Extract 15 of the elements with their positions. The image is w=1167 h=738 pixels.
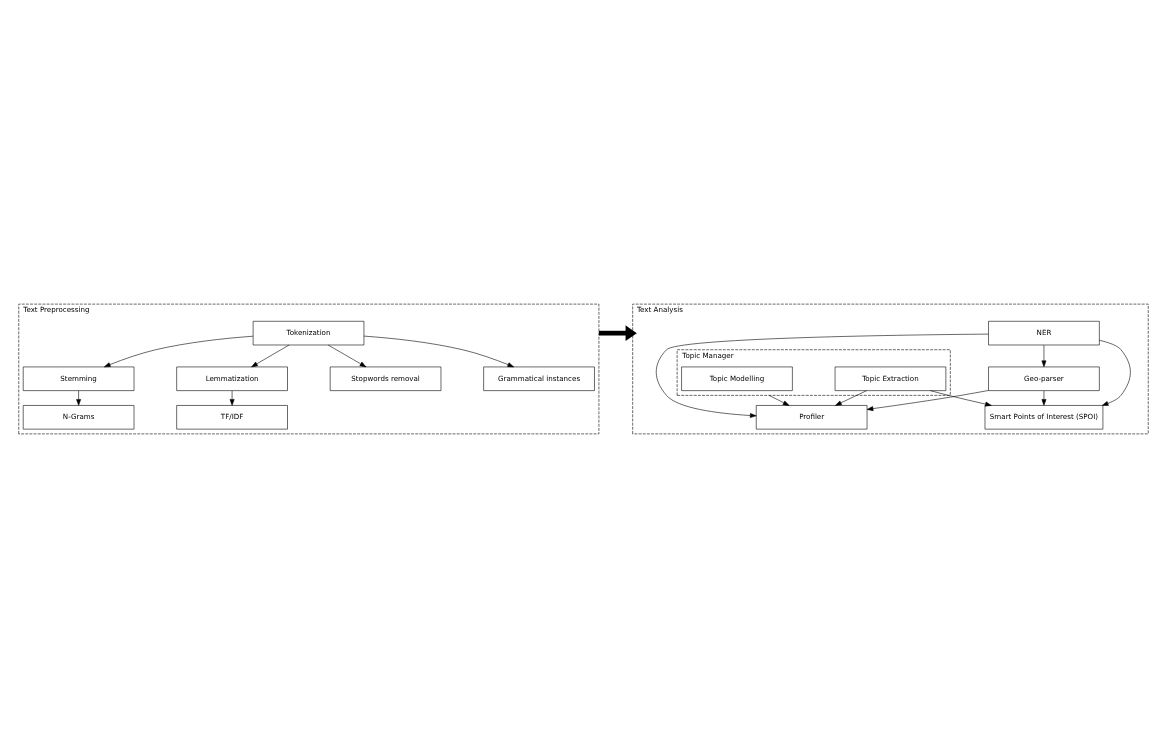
arrow <box>598 325 637 341</box>
arrow <box>1041 390 1047 406</box>
arrow <box>835 390 867 406</box>
arrow <box>104 335 254 368</box>
arrow <box>363 335 514 368</box>
arrow <box>327 344 367 368</box>
arrow <box>655 333 989 418</box>
arrow <box>768 395 790 406</box>
arrow <box>76 390 81 406</box>
arrow <box>251 344 290 368</box>
arrow <box>229 390 235 406</box>
arrow <box>866 390 989 411</box>
arrow <box>1099 340 1131 406</box>
arrow <box>930 390 992 407</box>
arrow <box>1041 344 1047 368</box>
